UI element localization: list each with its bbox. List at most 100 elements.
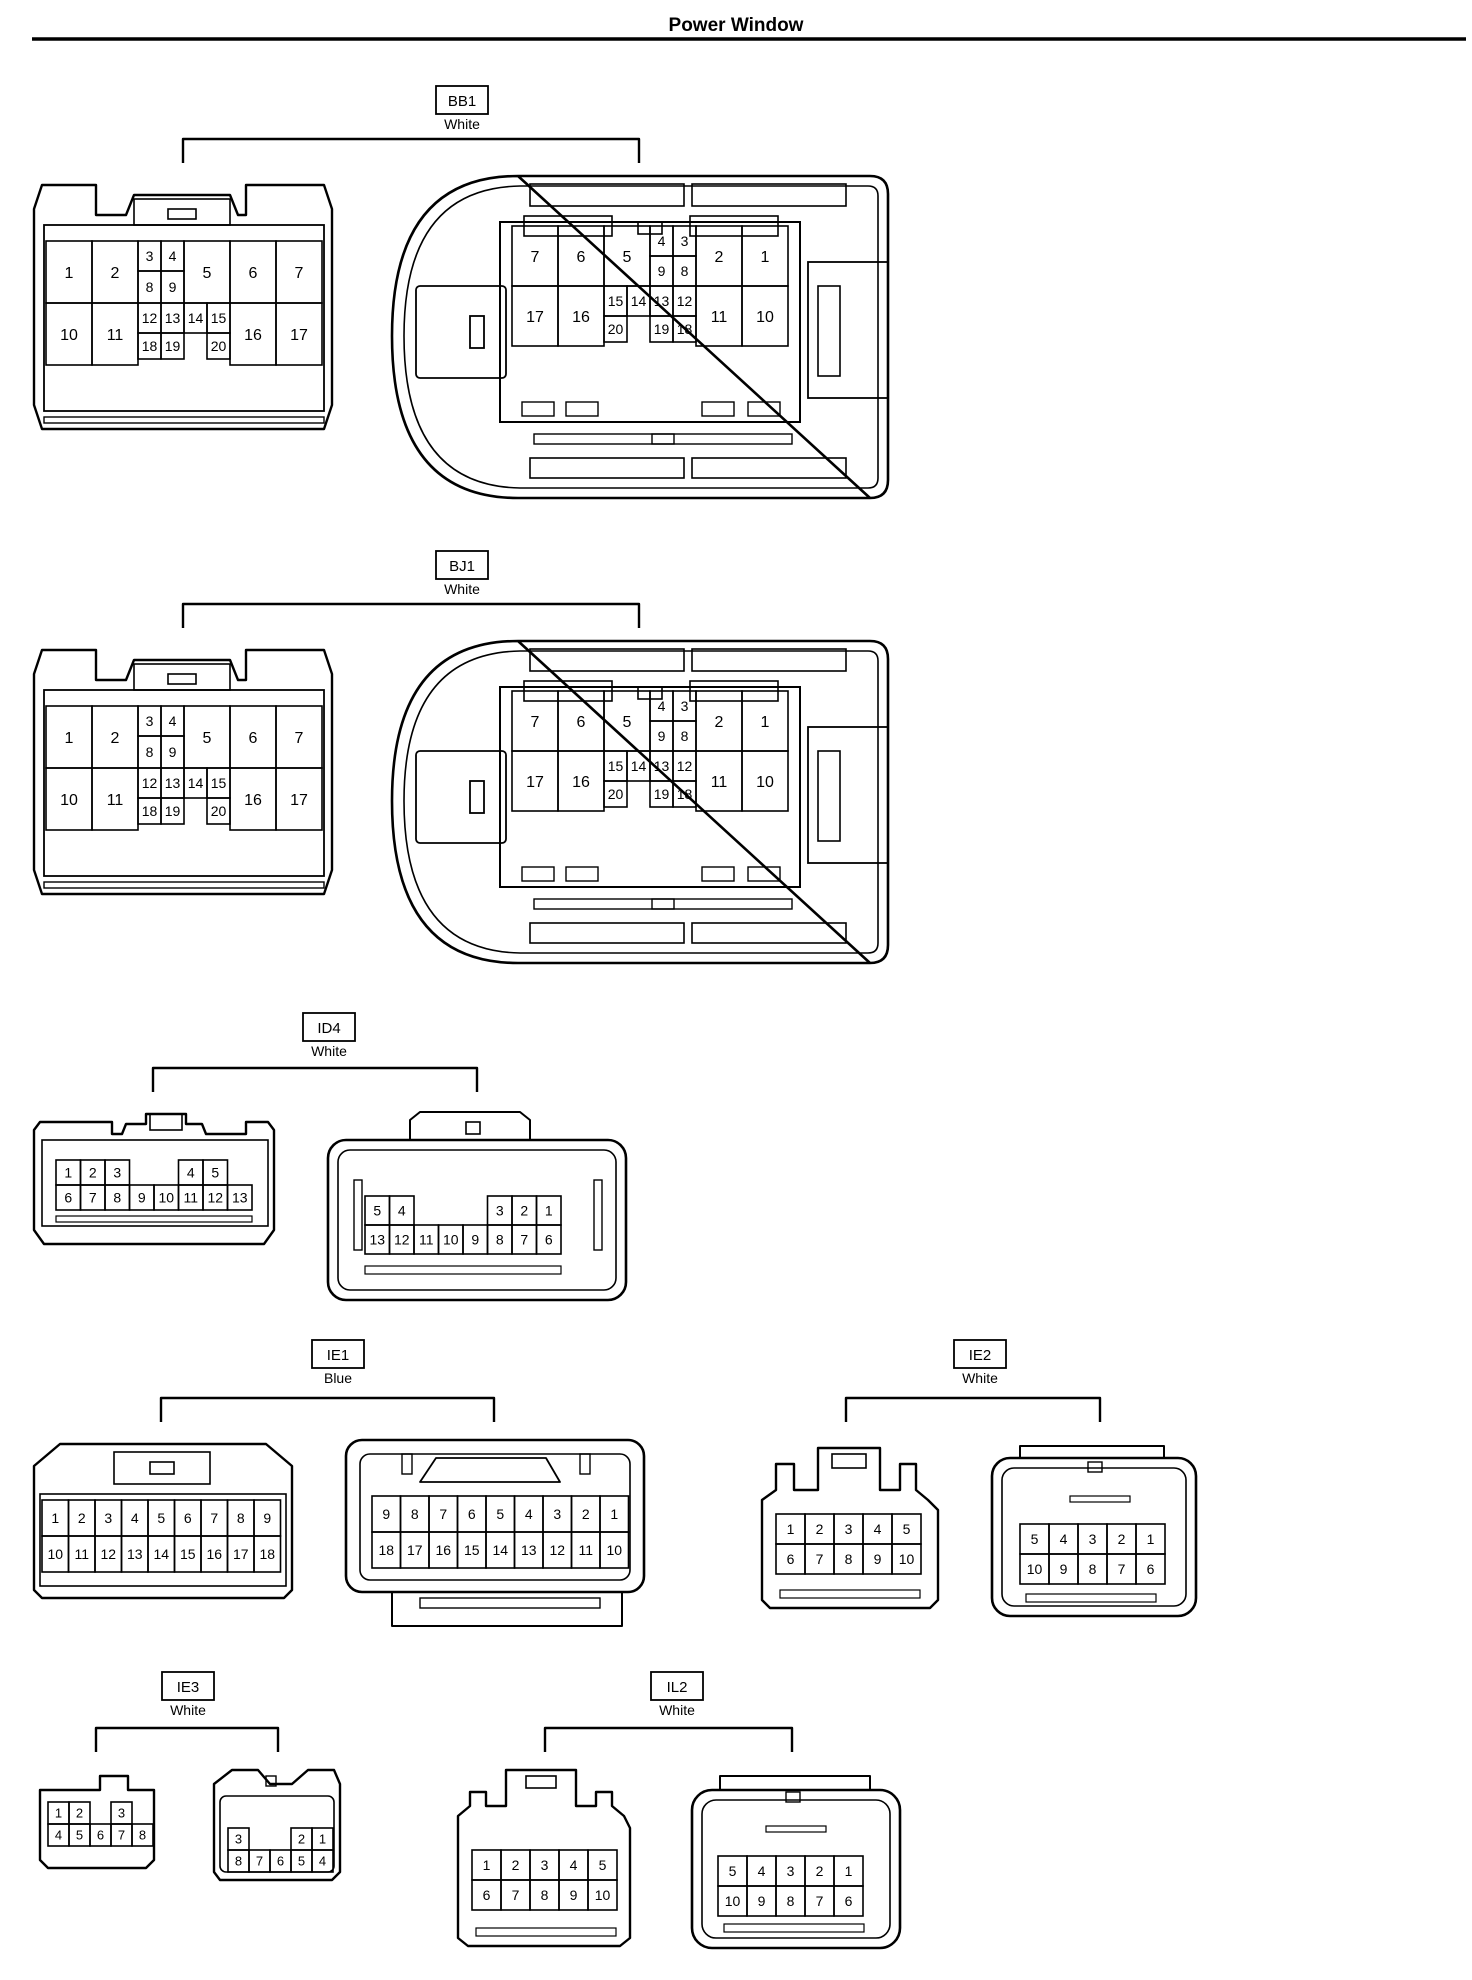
lock-latch bbox=[1019, 1445, 1165, 1458]
housing-rib bbox=[747, 401, 781, 417]
housing-rib bbox=[747, 866, 781, 882]
pin-number: 9 bbox=[471, 1232, 479, 1248]
lever-slot bbox=[469, 780, 485, 814]
pin-number: 10 bbox=[899, 1551, 915, 1567]
lock-latch bbox=[719, 1775, 871, 1790]
pin-number: 9 bbox=[382, 1506, 390, 1522]
housing-rib bbox=[651, 433, 793, 445]
side-latch bbox=[807, 261, 889, 399]
pin-number: 13 bbox=[369, 1232, 385, 1248]
pin-number: 20 bbox=[211, 803, 227, 819]
housing-rib bbox=[1025, 1593, 1157, 1603]
pin-number: 4 bbox=[570, 1857, 578, 1873]
pin-number: 6 bbox=[545, 1232, 553, 1248]
pin-number: 15 bbox=[608, 293, 624, 309]
lock-tab bbox=[525, 1775, 557, 1789]
housing-rib bbox=[353, 1179, 363, 1251]
pin-number: 8 bbox=[681, 263, 689, 279]
pin-number: 17 bbox=[290, 792, 308, 809]
pin-number: 6 bbox=[845, 1893, 853, 1909]
pin-number: 5 bbox=[298, 1854, 305, 1869]
lock-tab bbox=[465, 1121, 481, 1135]
pin-number: 12 bbox=[677, 293, 693, 309]
pin-number: 4 bbox=[658, 698, 666, 714]
connector-bracket bbox=[159, 1396, 496, 1422]
pin-number: 1 bbox=[55, 1806, 62, 1821]
housing-outline bbox=[344, 1438, 646, 1594]
cavity-frame bbox=[39, 1493, 287, 1587]
pin-number: 1 bbox=[65, 265, 74, 282]
housing-rib bbox=[701, 866, 735, 882]
pin-number: 11 bbox=[74, 1546, 89, 1562]
pin-number: 3 bbox=[235, 1832, 242, 1847]
pin-number: 3 bbox=[845, 1521, 853, 1537]
pin-number: 10 bbox=[60, 792, 78, 809]
housing-rib bbox=[529, 183, 685, 207]
pin-number: 19 bbox=[654, 321, 670, 337]
pin-number: 4 bbox=[874, 1521, 882, 1537]
cavity-frame bbox=[41, 1139, 269, 1227]
housing-rib bbox=[691, 457, 847, 479]
pin-number: 3 bbox=[146, 248, 154, 264]
housing-rib bbox=[565, 401, 599, 417]
lever-slot bbox=[469, 315, 485, 349]
pin-number: 7 bbox=[210, 1510, 218, 1526]
wire-color-label: White bbox=[444, 116, 480, 132]
pin-number: 12 bbox=[549, 1542, 565, 1558]
pin-cavity bbox=[741, 750, 789, 812]
pin-number: 1 bbox=[761, 714, 770, 731]
pin-number: 17 bbox=[407, 1542, 423, 1558]
connector-code: IL2 bbox=[667, 1679, 688, 1696]
pin-number: 6 bbox=[577, 714, 586, 731]
pin-number: 10 bbox=[158, 1190, 174, 1206]
connector-bracket bbox=[94, 1726, 280, 1752]
pin-number: 9 bbox=[570, 1887, 578, 1903]
pin-number: 2 bbox=[298, 1832, 305, 1847]
connector-code-box bbox=[311, 1339, 365, 1369]
pin-number: 10 bbox=[756, 309, 774, 326]
pin-number: 3 bbox=[146, 713, 154, 729]
pin-number: 16 bbox=[572, 774, 590, 791]
housing-inner bbox=[403, 185, 879, 489]
pin-number: 7 bbox=[512, 1887, 520, 1903]
housing-rib bbox=[55, 1215, 253, 1223]
pin-number: 20 bbox=[211, 338, 227, 354]
pin-number: 8 bbox=[139, 1828, 146, 1843]
pin-number: 1 bbox=[64, 1165, 72, 1181]
pin-number: 1 bbox=[845, 1863, 853, 1879]
side-latch bbox=[807, 726, 889, 864]
pin-number: 5 bbox=[1031, 1531, 1039, 1547]
pin-number: 10 bbox=[60, 327, 78, 344]
pin-number: 7 bbox=[118, 1828, 125, 1843]
pin-cavity bbox=[131, 1823, 154, 1847]
pin-number: 12 bbox=[207, 1190, 223, 1206]
pin-number: 10 bbox=[47, 1546, 63, 1562]
pin-number: 4 bbox=[131, 1510, 139, 1526]
pin-number: 18 bbox=[259, 1546, 275, 1562]
pin-number: 7 bbox=[520, 1232, 528, 1248]
pin-number: 8 bbox=[541, 1887, 549, 1903]
pin-number: 1 bbox=[319, 1832, 326, 1847]
pin-number: 2 bbox=[715, 249, 724, 266]
pin-number: 20 bbox=[608, 786, 624, 802]
wire-color-label: White bbox=[962, 1370, 998, 1386]
connector-bracket bbox=[844, 1396, 1102, 1422]
pin-number: 14 bbox=[492, 1542, 508, 1558]
pin-number: 1 bbox=[1147, 1531, 1155, 1547]
pin-number: 5 bbox=[623, 714, 632, 731]
pin-cavity bbox=[833, 1885, 864, 1917]
pin-number: 16 bbox=[244, 792, 262, 809]
pin-number: 2 bbox=[512, 1857, 520, 1873]
pin-number: 2 bbox=[111, 265, 120, 282]
pin-number: 10 bbox=[756, 774, 774, 791]
pin-number: 10 bbox=[443, 1232, 459, 1248]
pin-cavity bbox=[587, 1879, 618, 1911]
pin-number: 1 bbox=[787, 1521, 795, 1537]
